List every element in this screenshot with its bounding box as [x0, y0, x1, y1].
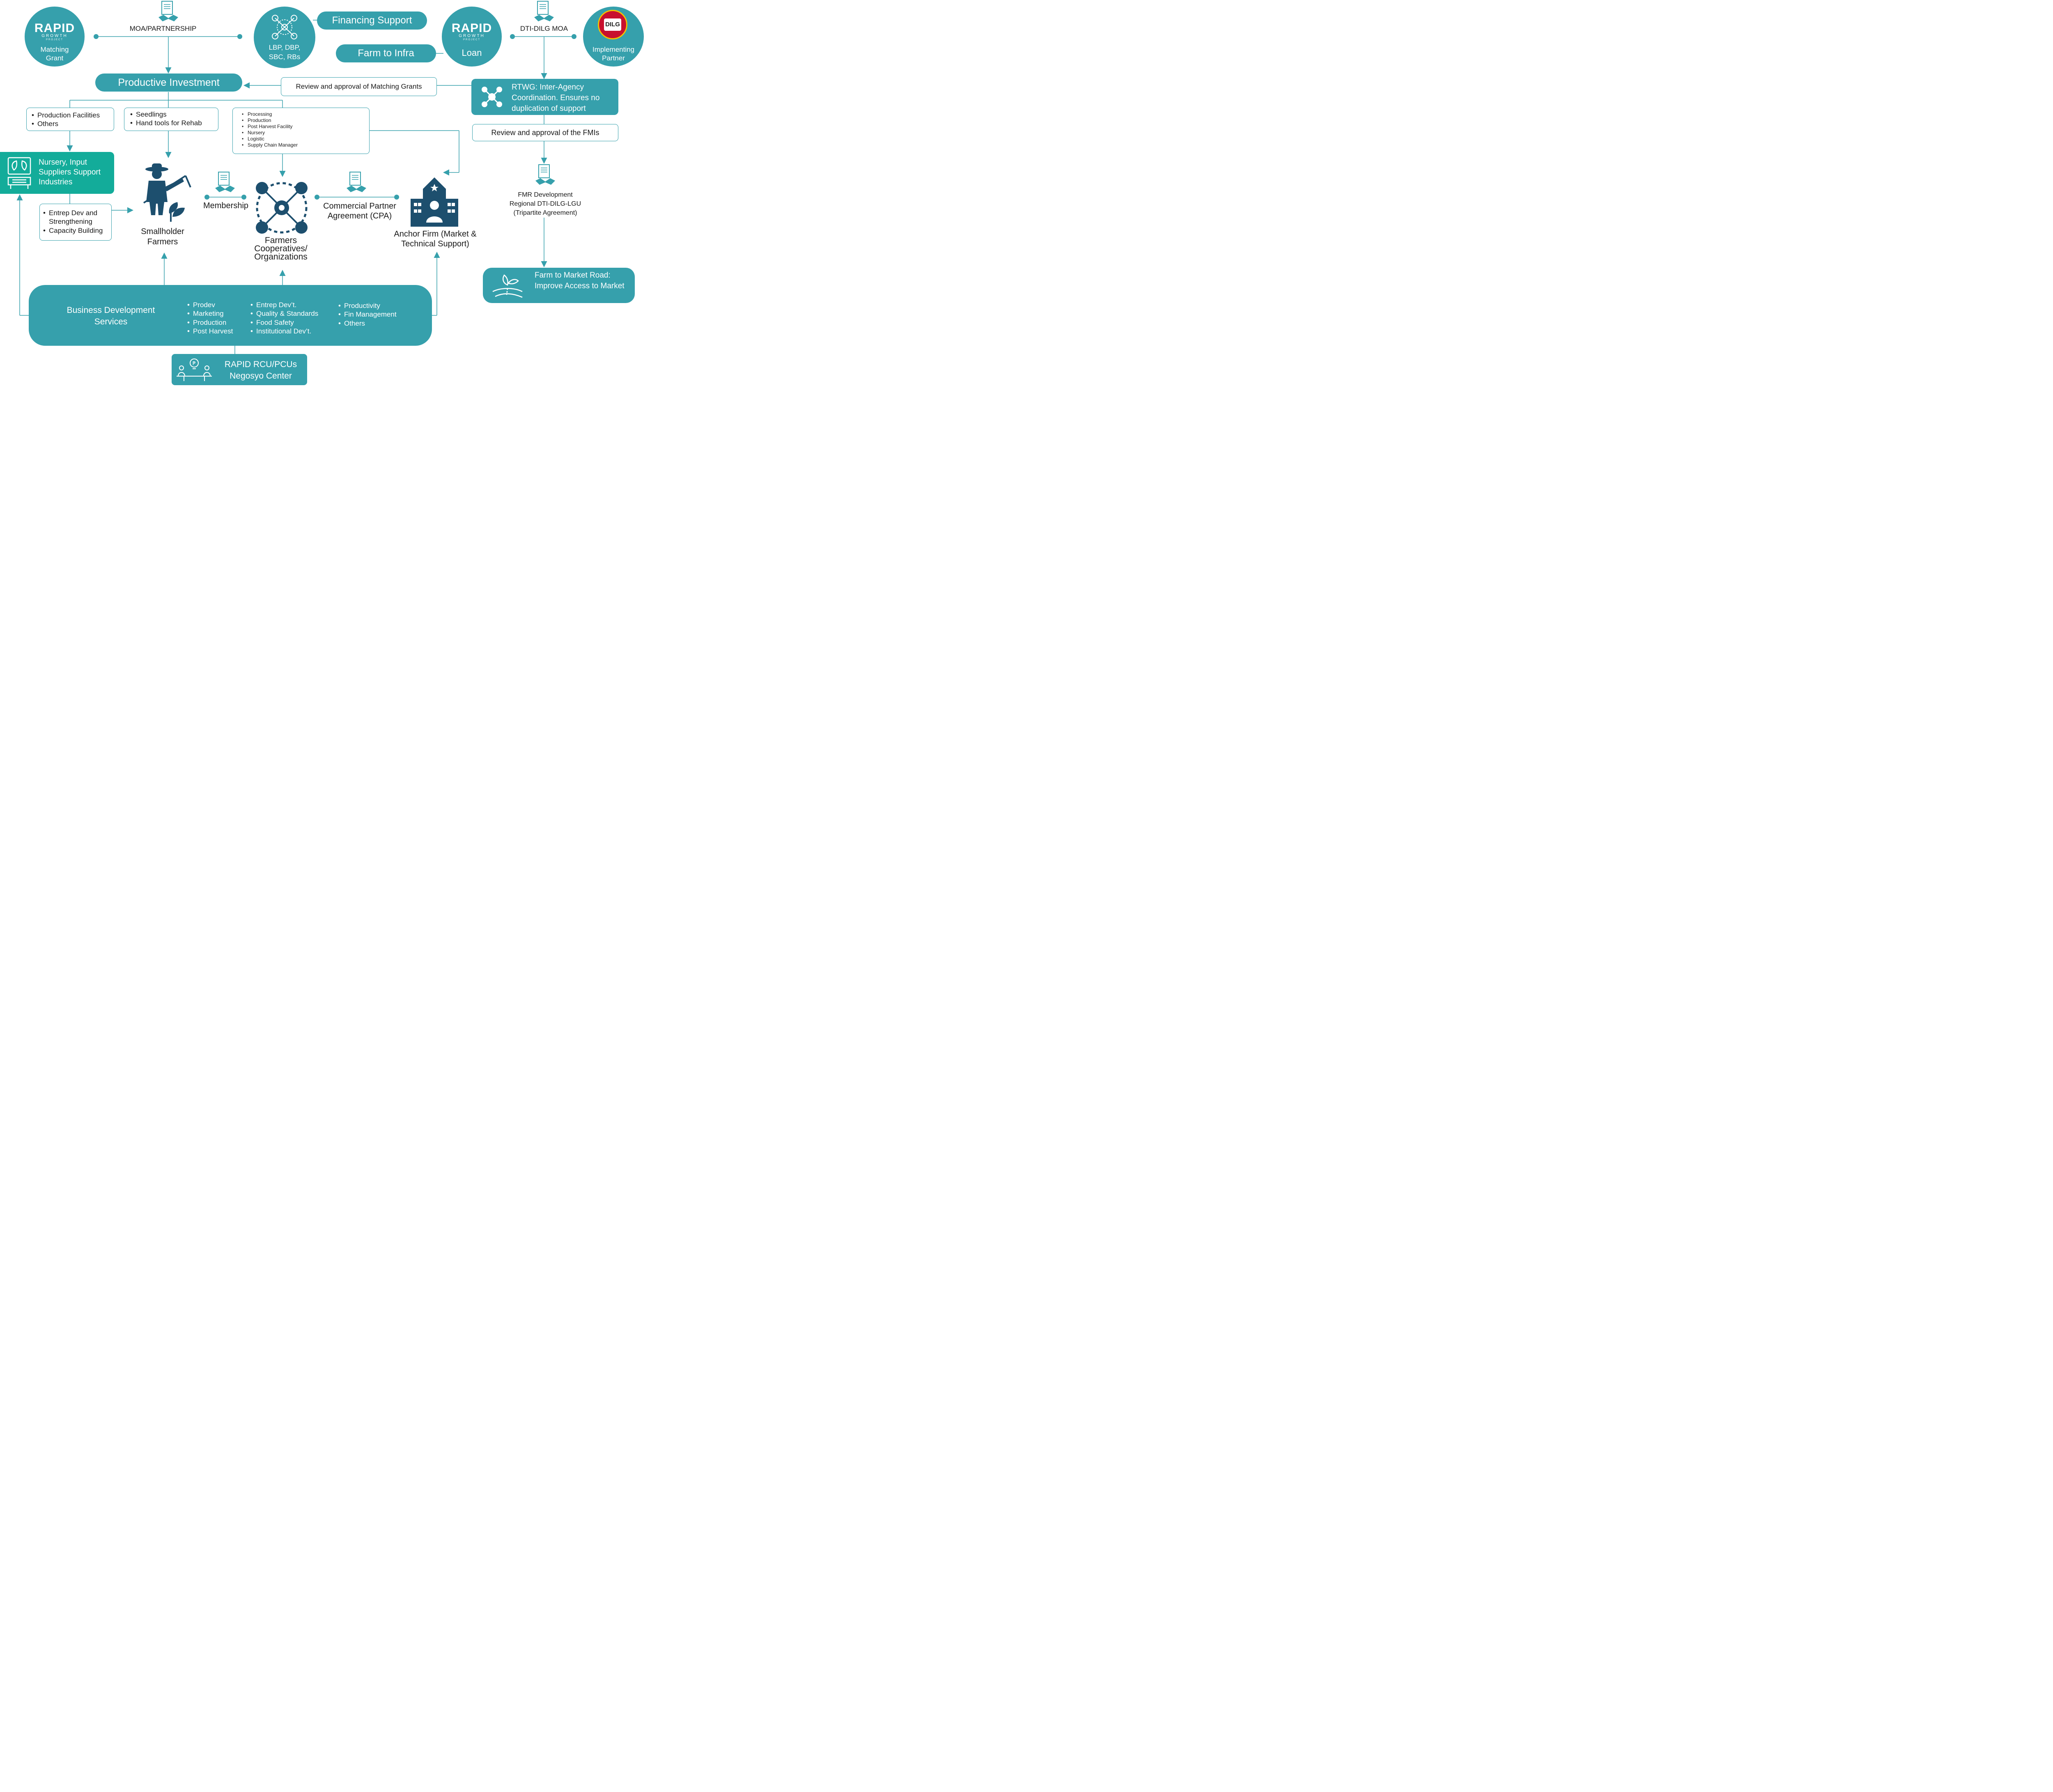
nursery-box: Nursery, Input Suppliers Support Industr… [0, 152, 114, 194]
plant-stand-icon [7, 157, 31, 189]
agreement-doc-icon [215, 172, 235, 192]
rapid-rcu-text: RAPID RCU/PCUs Negosyo Center [224, 360, 297, 381]
lenders-label: LBP, DBP, SBC, RBs [269, 44, 301, 61]
team-coordination-icon [482, 87, 502, 107]
rtwg-box: RTWG: Inter-Agency Coordination. Ensures… [471, 79, 618, 115]
rapid-logo-sub: GROWTH [459, 34, 485, 38]
bds-title: Business Development Services [67, 306, 155, 326]
seedlings-box: Seedlings Hand tools for Rehab [124, 108, 218, 131]
list-item: Others [32, 119, 110, 129]
list-item: Entrep Dev’t. [250, 301, 318, 310]
entrep-dev-box: Entrep Dev and Strengthening Capacity Bu… [39, 204, 112, 241]
anchor-firm-label: Anchor Firm (Market & Technical Support) [394, 230, 477, 248]
list-item: Prodev [187, 301, 233, 310]
farm-to-infra-pill: Farm to Infra [336, 44, 436, 62]
list-item: Seedlings [130, 110, 214, 119]
list-item: Quality & Standards [250, 309, 318, 318]
moa-partnership-label: MOA/PARTNERSHIP [129, 25, 197, 32]
road-sprout-icon [492, 274, 523, 298]
agreement-doc-icon [534, 1, 554, 21]
nursery-text: Nursery, Input Suppliers Support Industr… [39, 158, 101, 186]
fmr-development-label: FMR Development Regional DTI-DILG-LGU (T… [509, 191, 581, 216]
business-development-services-box: Business Development Services Prodev Mar… [29, 285, 432, 346]
farmer-icon [143, 163, 191, 222]
rapid-logo-text: RAPID [451, 21, 492, 35]
rapid-logo-matching-grant: RAPID GROWTH PROJECT Matching Grant [25, 7, 85, 67]
list-item: Post Harvest Facility [242, 124, 365, 130]
productive-investment-pill: Productive Investment [95, 74, 242, 92]
list-item: Post Harvest [187, 327, 233, 336]
rapid-logo-sub2: PROJECT [46, 39, 63, 41]
lenders-circle: LBP, DBP, SBC, RBs [254, 7, 315, 68]
list-item: Capacity Building [43, 226, 109, 235]
matching-grant-label: Matching Grant [40, 46, 69, 62]
dilg-seal-icon: DILG [598, 10, 627, 39]
cooperatives-label: Farmers Cooperatives/ Organizations [254, 236, 308, 262]
list-item: Productivity [338, 301, 397, 310]
smallholder-farmers-label: Smallholder Farmers [141, 227, 184, 246]
list-item: Marketing [187, 309, 233, 318]
dilg-seal-text: DILG [604, 18, 621, 31]
list-item: Processing [242, 111, 365, 117]
connector-lines [16, 20, 576, 354]
list-item: Nursery [242, 130, 365, 136]
dti-dilg-moa-label: DTI-DILG MOA [520, 25, 568, 32]
processing-box: Processing Production Post Harvest Facil… [232, 108, 370, 154]
agreement-doc-icon [535, 164, 555, 185]
list-item: Production [187, 318, 233, 327]
rapid-logo-sub2: PROJECT [463, 39, 480, 41]
rapid-logo-loan: RAPID GROWTH PROJECT Loan [442, 7, 502, 67]
farm-to-market-box: Farm to Market Road: Improve Access to M… [483, 268, 635, 303]
list-item: Entrep Dev and Strengthening [43, 209, 109, 226]
implementing-partner-label: Implementing Partner [592, 46, 635, 62]
financing-support-pill: Financing Support [317, 11, 427, 30]
list-item: Food Safety [250, 318, 318, 327]
consultation-icon: ₱ [177, 358, 212, 381]
rapid-logo-text: RAPID [34, 21, 75, 35]
list-item: Fin Management [338, 310, 397, 319]
loan-label: Loan [462, 48, 482, 58]
agreement-doc-icon [347, 172, 366, 192]
agreement-doc-icon [158, 1, 178, 21]
list-item: Production Facilities [32, 111, 110, 120]
rapid-rcu-box: ₱ RAPID RCU/PCUs Negosyo Center [172, 354, 307, 385]
cooperative-network-icon [256, 182, 308, 234]
membership-label: Membership [203, 201, 249, 210]
review-fmis-box: Review and approval of the FMIs [472, 124, 618, 141]
anchor-firm-building-icon [411, 177, 458, 227]
production-facilities-box: Production Facilities Others [26, 108, 114, 131]
rtwg-text: RTWG: Inter-Agency Coordination. Ensures… [512, 83, 600, 113]
list-item: Production [242, 117, 365, 124]
list-item: Supply Chain Manager [242, 142, 365, 148]
cpa-label: Commercial Partner Agreement (CPA) [323, 202, 396, 221]
farm-to-market-text: Farm to Market Road: Improve Access to M… [535, 271, 625, 290]
list-item: Logistic [242, 136, 365, 142]
list-item: Institutional Dev’t. [250, 327, 318, 336]
dilg-circle: DILG Implementing Partner [583, 7, 644, 67]
svg-text:₱: ₱ [193, 361, 196, 366]
list-item: Hand tools for Rehab [130, 119, 214, 128]
list-item: Others [338, 319, 397, 328]
network-gear-icon [272, 15, 297, 39]
review-matching-grants-box: Review and approval of Matching Grants [281, 77, 437, 96]
rapid-logo-sub: GROWTH [41, 34, 68, 38]
